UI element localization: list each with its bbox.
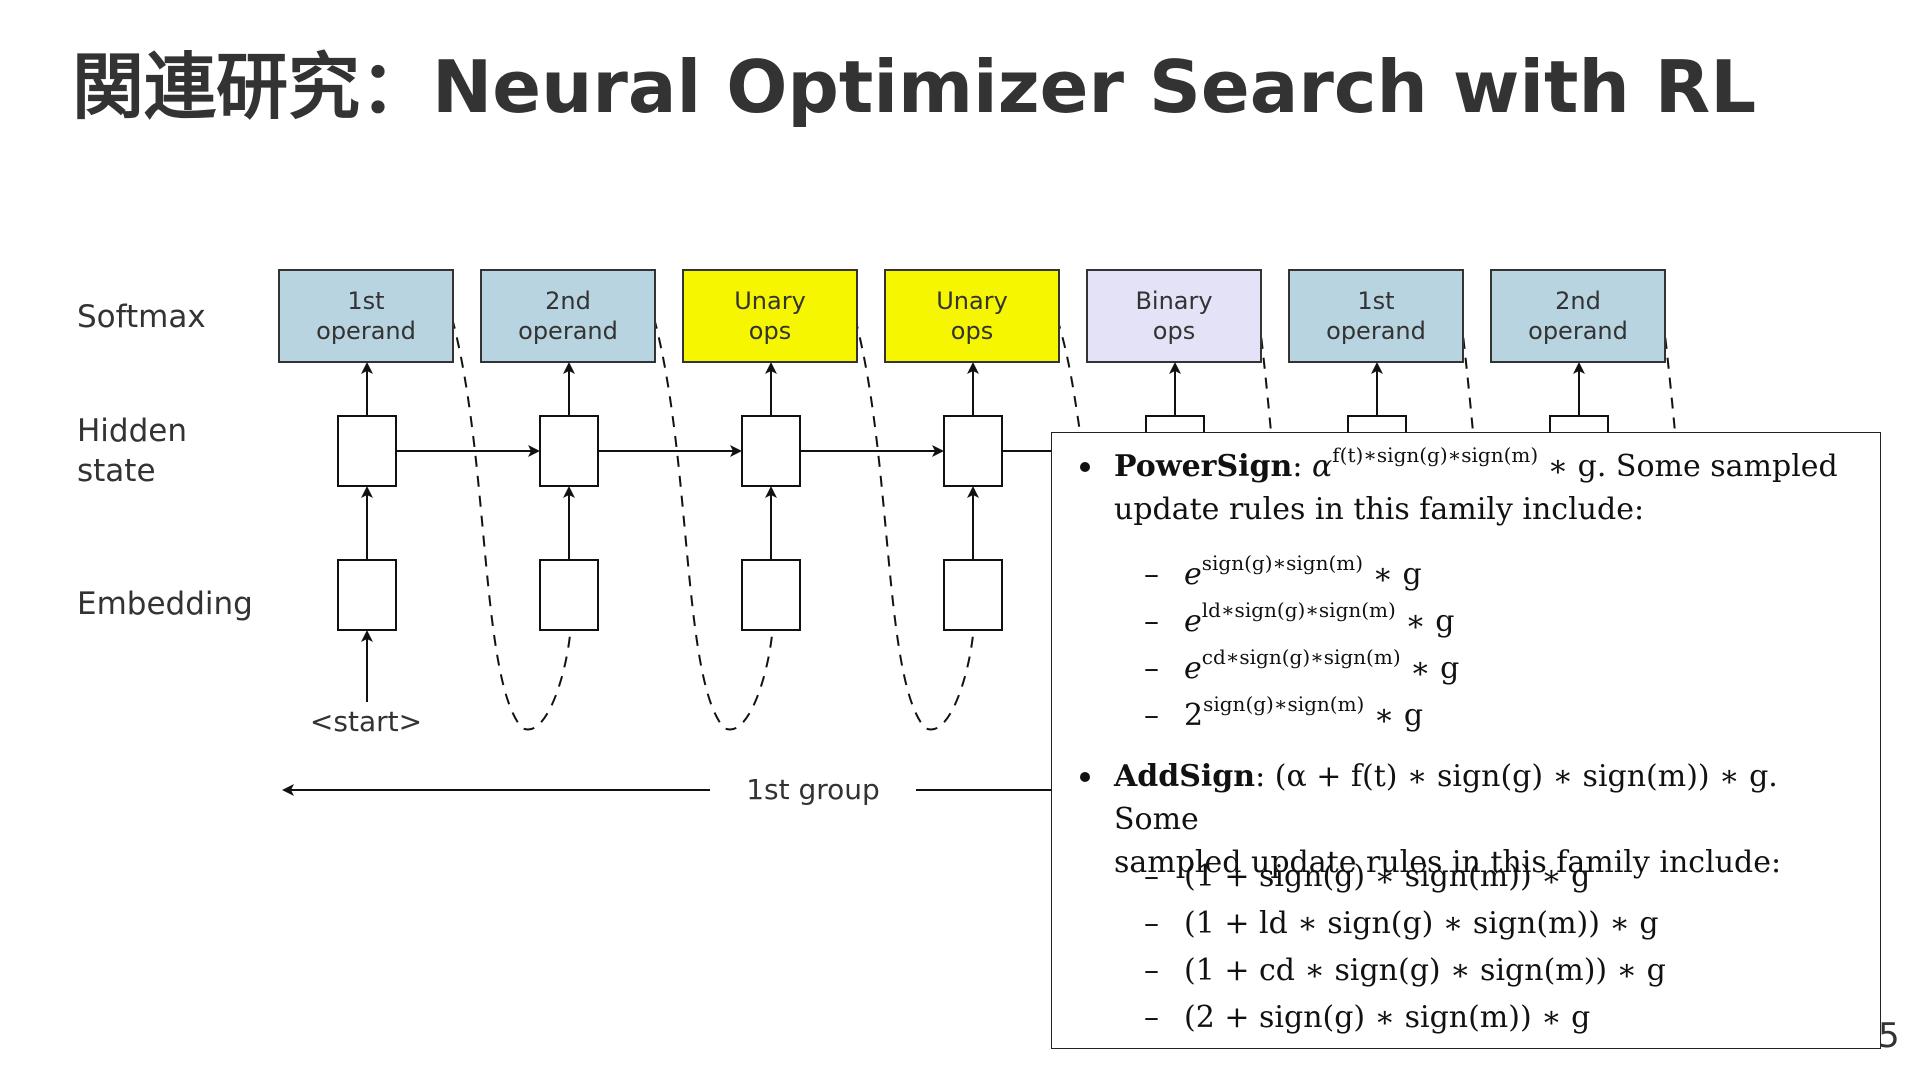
slide-title: 関連研究：Neural Optimizer Search with RL	[72, 45, 1757, 129]
feedback-curve	[1662, 317, 1676, 433]
addsign-rule: –(2 + sign(g) ∗ sign(m)) ∗ g	[1144, 1000, 1591, 1035]
feedback-curve	[1460, 317, 1474, 433]
box-label: Unary	[936, 287, 1008, 315]
addsign-rule-list: –(1 + sign(g) ∗ sign(m)) ∗ g –(1 + ld ∗ …	[1144, 853, 1666, 1041]
powersign-rule: –2sign(g)∗sign(m) ∗ g	[1144, 692, 1424, 733]
addsign-rule: –(1 + ld ∗ sign(g) ∗ sign(m)) ∗ g	[1144, 906, 1659, 941]
row-label-embedding: Embedding	[77, 586, 253, 622]
softmax-box: Unary ops	[682, 269, 858, 363]
softmax-box-rect	[1490, 269, 1666, 363]
addsign-rule: –(1 + cd ∗ sign(g) ∗ sign(m)) ∗ g	[1144, 953, 1666, 988]
row-label-state: state	[77, 453, 156, 489]
addsign-rule: –(1 + sign(g) ∗ sign(m)) ∗ g	[1144, 859, 1591, 894]
embedding-box	[741, 559, 801, 631]
powersign-suffix: ∗ g. Some sampled	[1538, 449, 1838, 484]
addsign-name: AddSign	[1114, 759, 1256, 794]
box-label: ops	[1153, 317, 1195, 345]
box-label: Unary	[734, 287, 806, 315]
powersign-rule: –eld∗sign(g)∗sign(m) ∗ g	[1144, 598, 1455, 639]
embedding-box	[337, 559, 397, 631]
powersign-rule: –ecd∗sign(g)∗sign(m) ∗ g	[1144, 645, 1460, 686]
softmax-box-rect	[1288, 269, 1464, 363]
hidden-state-box	[539, 415, 599, 487]
powersign-description: PowerSign: αf(t)∗sign(g)∗sign(m) ∗ g. So…	[1114, 445, 1870, 531]
softmax-box: 2nd operand	[1490, 269, 1666, 363]
powersign-rule-list: –esign(g)∗sign(m) ∗ g –eld∗sign(g)∗sign(…	[1144, 551, 1459, 739]
feedback-curve	[451, 317, 571, 731]
addsign-expression: (α + f(t) ∗ sign(g) ∗ sign(m)) ∗ g. Some	[1114, 759, 1778, 837]
bullet-icon	[1080, 772, 1090, 782]
box-label: ops	[749, 317, 791, 345]
softmax-box-rect	[884, 269, 1060, 363]
powersign-rule: –esign(g)∗sign(m) ∗ g	[1144, 551, 1422, 592]
softmax-box: Unary ops	[884, 269, 1060, 363]
box-label: 1st	[347, 287, 384, 315]
box-label: 2nd	[545, 287, 591, 315]
hidden-state-box	[741, 415, 801, 487]
box-label: 2nd	[1555, 287, 1601, 315]
hidden-state-box	[943, 415, 1003, 487]
formula-panel: PowerSign: αf(t)∗sign(g)∗sign(m) ∗ g. So…	[1051, 432, 1881, 1049]
row-label-softmax: Softmax	[77, 299, 206, 335]
softmax-box-rect	[278, 269, 454, 363]
addsign-line2: sampled update rules in this family incl…	[1114, 845, 1782, 880]
row-label-hidden: Hidden	[77, 413, 187, 449]
feedback-curve	[1258, 317, 1272, 433]
powersign-exponent: f(t)∗sign(g)∗sign(m)	[1332, 443, 1539, 467]
embedding-box	[943, 559, 1003, 631]
softmax-box-rect	[480, 269, 656, 363]
box-label: operand	[1528, 317, 1628, 345]
box-label: ops	[951, 317, 993, 345]
group-label: 1st group	[746, 773, 880, 806]
feedback-curve	[1056, 317, 1081, 433]
powersign-name: PowerSign	[1114, 449, 1293, 484]
softmax-box: 1st operand	[1288, 269, 1464, 363]
start-token-label: <start>	[310, 705, 422, 738]
softmax-box-rect	[682, 269, 858, 363]
box-label: operand	[316, 317, 416, 345]
softmax-box: Binary ops	[1086, 269, 1262, 363]
feedback-curve	[854, 317, 974, 731]
box-label: Binary	[1135, 287, 1212, 315]
box-label: 1st	[1357, 287, 1394, 315]
softmax-box: 2nd operand	[480, 269, 656, 363]
feedback-curve	[653, 317, 773, 731]
box-label: operand	[518, 317, 618, 345]
bullet-icon	[1080, 462, 1090, 472]
softmax-box: 1st operand	[278, 269, 454, 363]
page-number: 5	[1878, 1016, 1900, 1056]
powersign-base: α	[1312, 449, 1333, 484]
box-label: operand	[1326, 317, 1426, 345]
addsign-description: AddSign: (α + f(t) ∗ sign(g) ∗ sign(m)) …	[1114, 755, 1870, 884]
softmax-box-rect	[1086, 269, 1262, 363]
hidden-state-box	[337, 415, 397, 487]
embedding-box	[539, 559, 599, 631]
powersign-line2: update rules in this family include:	[1114, 492, 1645, 527]
